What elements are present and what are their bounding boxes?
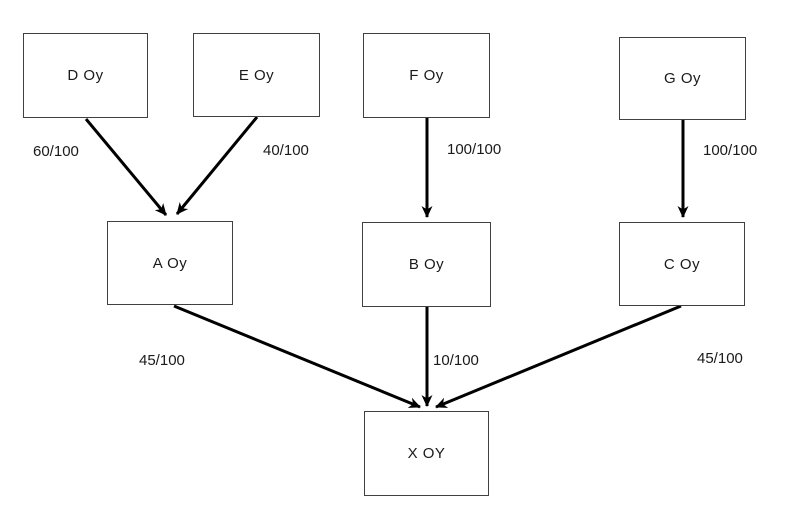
node-x-label: X OY: [407, 445, 446, 462]
node-f-label: F Oy: [409, 67, 444, 84]
node-f: F Oy: [363, 33, 490, 118]
node-b: B Oy: [362, 222, 491, 307]
node-e: E Oy: [193, 33, 320, 117]
edge-label-e-a: 40/100: [263, 142, 309, 159]
node-d: D Oy: [23, 33, 148, 118]
edge-label-b-x: 10/100: [433, 352, 479, 369]
node-d-label: D Oy: [67, 67, 104, 84]
node-g: G Oy: [619, 37, 746, 120]
edge-a-to-x-arrow: [173, 304, 421, 409]
edge-e-to-a-arrow: [175, 116, 259, 215]
edge-label-g-c: 100/100: [703, 142, 758, 159]
node-a: A Oy: [107, 221, 233, 305]
edge-label-a-x: 45/100: [139, 352, 185, 369]
edge-d-to-a-arrow: [84, 118, 168, 216]
node-a-label: A Oy: [152, 254, 188, 272]
edge-label-c-x: 45/100: [697, 350, 743, 367]
node-c-label: C Oy: [663, 255, 701, 273]
node-x: X OY: [364, 411, 489, 496]
edge-c-to-x-arrow: [435, 304, 682, 409]
node-g-label: G Oy: [663, 70, 701, 87]
edge-label-f-b: 100/100: [447, 141, 502, 158]
node-c: C Oy: [619, 222, 745, 306]
node-b-label: B Oy: [408, 256, 445, 273]
edge-label-d-a: 60/100: [33, 143, 79, 160]
node-e-label: E Oy: [238, 66, 275, 84]
